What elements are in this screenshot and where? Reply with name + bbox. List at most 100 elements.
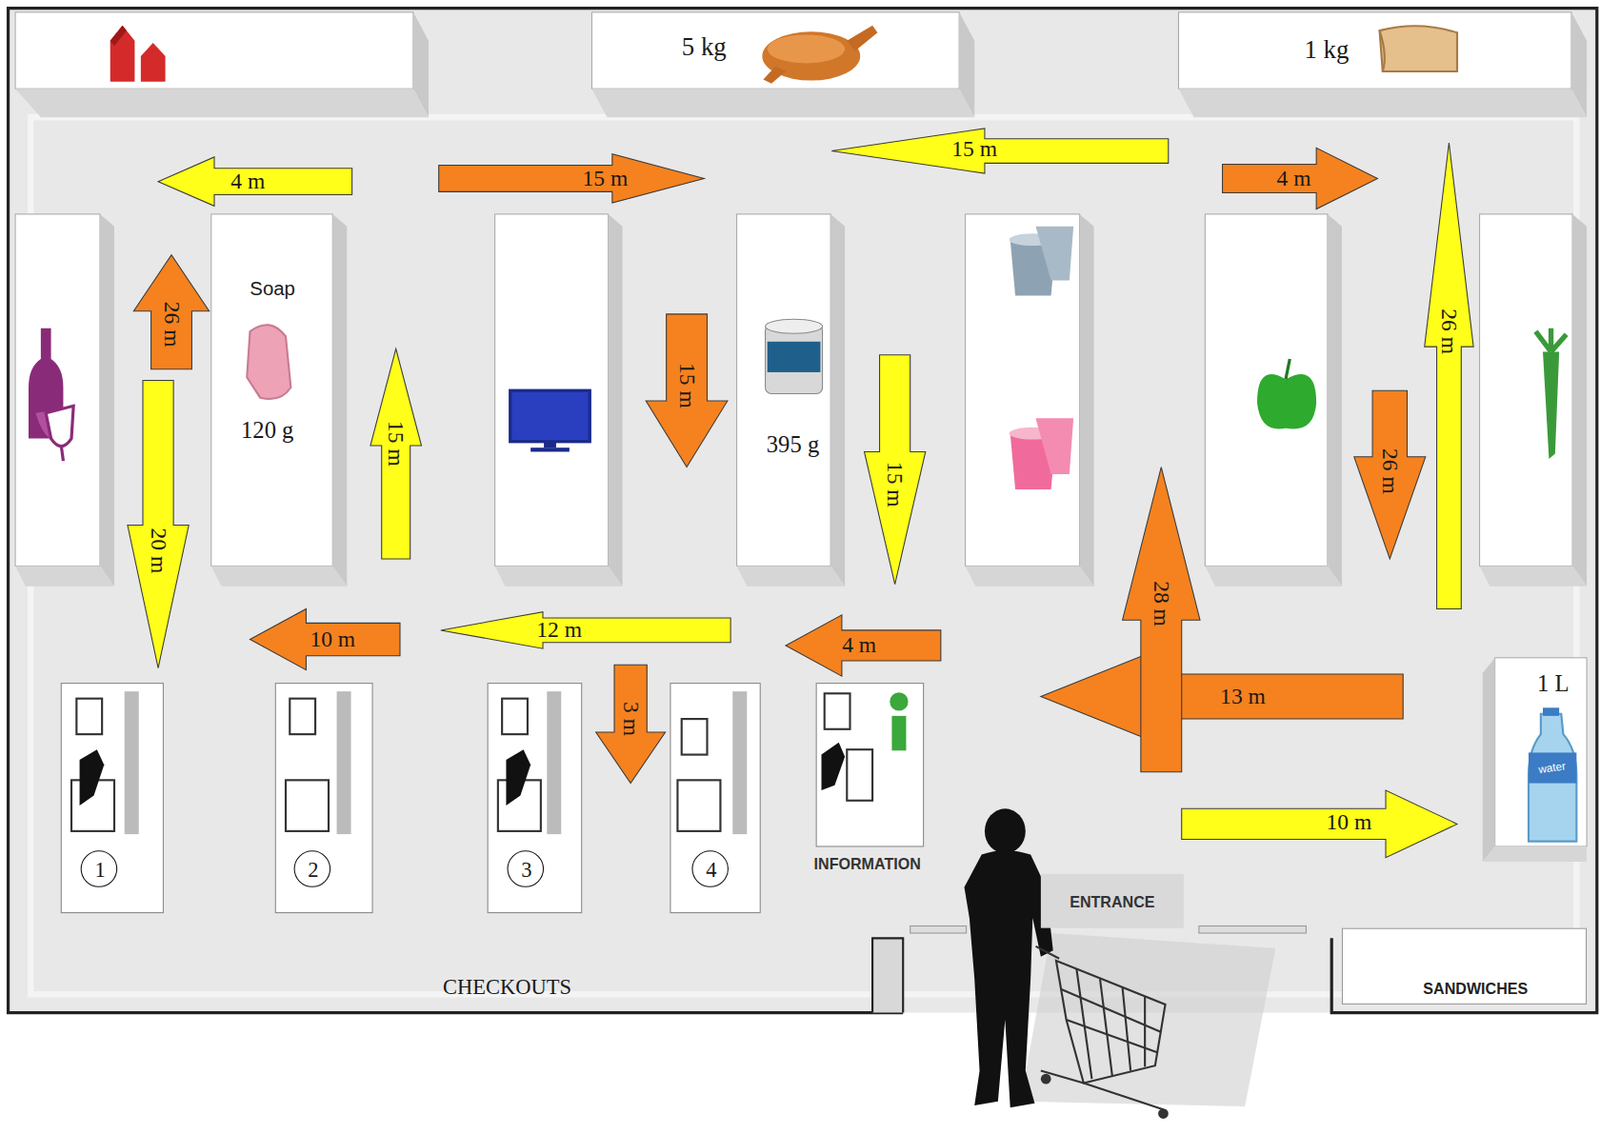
text-label: 4 <box>705 859 717 880</box>
distance-arrow <box>1424 142 1474 609</box>
aisle-shelves-part <box>1204 214 1328 567</box>
checkout-counters-part <box>275 683 373 914</box>
product-icons-part <box>140 42 166 82</box>
text-label: SANDWICHES <box>1422 980 1528 997</box>
top-shelves <box>15 12 1587 118</box>
store-floor-part <box>8 8 1598 1014</box>
product-icons-part <box>1380 25 1458 72</box>
distance-arrow <box>440 612 731 650</box>
shopper-silhouette-part-part <box>1122 987 1132 1072</box>
product-icons-part <box>1528 752 1577 783</box>
product-icons-part <box>543 441 557 448</box>
product-icons-part <box>110 25 127 46</box>
aisle-shelves-part <box>1495 658 1587 847</box>
text-label: Soap <box>249 279 296 299</box>
product-icons-part <box>765 319 823 334</box>
product-icons-part <box>1036 226 1075 281</box>
distance-label: 15 m <box>675 362 699 409</box>
shopper-silhouette-part <box>1040 1074 1052 1085</box>
distance-arrow <box>250 608 401 670</box>
distance-label: 20 m <box>146 527 170 574</box>
checkout-counters-part <box>124 691 140 835</box>
shopper-silhouette <box>964 808 1277 1120</box>
text-label: 3 <box>520 859 532 880</box>
product-shelf: 395 g <box>737 214 832 567</box>
aisle-shelves-part <box>1482 846 1587 862</box>
checkout-counters-part <box>846 749 873 801</box>
aisle-shelves-part <box>830 214 845 587</box>
aisle-shelves-part <box>332 214 347 587</box>
store-floor-part <box>1199 926 1307 934</box>
shopper-silhouette-part-part <box>1143 996 1146 1067</box>
checkout-counters-part <box>60 683 163 914</box>
aisle-shelves-part <box>495 214 609 567</box>
text-label: 1 kg <box>1303 36 1349 62</box>
top-shelves-part <box>591 12 960 89</box>
aisle-shelves-part <box>495 565 623 586</box>
top-shelves-part <box>1179 88 1588 118</box>
aisle-shelves-part <box>737 214 832 567</box>
distance-arrow <box>127 380 189 668</box>
aisle-shelves <box>15 214 1587 862</box>
shopper-silhouette-part <box>1020 933 1276 1107</box>
top-shelves-part <box>15 88 429 118</box>
distance-arrow <box>1181 790 1458 859</box>
product-icons-part <box>1528 714 1577 842</box>
checkout-counters-part <box>677 780 720 832</box>
checkout-counters-part <box>821 742 846 791</box>
aisle-shelves-part <box>965 214 1080 567</box>
distance-arrow <box>785 615 941 677</box>
aisle-shelves-part <box>1204 565 1342 586</box>
aisle-shelves-part <box>1482 658 1496 862</box>
product-icons-part <box>1380 30 1385 72</box>
shopper-silhouette-part-part <box>1056 960 1166 1084</box>
product-icons-part <box>762 66 786 84</box>
shopper-silhouette-part-part <box>1060 989 1161 1033</box>
distance-arrow <box>1122 467 1200 773</box>
distance-arrow <box>645 314 728 468</box>
distance-label: 26 m <box>1438 308 1461 355</box>
distance-label: 26 m <box>1379 448 1402 495</box>
text-label: ENTRANCE <box>1069 894 1155 910</box>
checkout-counters-part <box>824 693 851 729</box>
product-icons-part <box>1285 359 1290 380</box>
store-floor-part <box>872 938 903 1013</box>
shopper-silhouette-part <box>964 850 1054 1108</box>
store-floor-part <box>910 926 967 934</box>
product-icons-part <box>767 34 845 63</box>
aisle-shelves-part <box>1480 214 1574 567</box>
product-icons-part <box>767 341 821 373</box>
product-shelf: 1 L <box>1495 658 1587 847</box>
distance-arrow <box>1040 647 1403 746</box>
checkout-counters-part <box>670 683 760 914</box>
aisle-shelves-part <box>608 214 623 587</box>
distance-arrow <box>370 348 422 560</box>
aisle-shelves-part <box>15 214 100 567</box>
shopper-silhouette-part-part <box>1100 979 1113 1077</box>
text-label: 1 L <box>1537 671 1570 696</box>
distance-label: 3 m <box>619 701 642 737</box>
aisle-shelves-part <box>15 565 115 586</box>
area-label: CHECKOUTS <box>442 977 572 999</box>
aisle-shelves-part <box>1572 214 1587 587</box>
checkout-counters-part <box>289 699 316 735</box>
distance-arrow <box>439 154 705 203</box>
checkout-counters-part <box>891 716 906 751</box>
product-icons-part <box>846 25 878 52</box>
checkout-number: 4 <box>691 850 729 888</box>
checkout-counters-part <box>76 699 102 735</box>
product-icons-part <box>110 25 136 82</box>
distance-label: 26 m <box>160 301 183 348</box>
distance-label: 15 m <box>581 167 628 191</box>
distance-label: 10 m <box>1326 810 1373 834</box>
shopper-silhouette-part <box>984 808 1026 854</box>
aisle-shelves-part <box>211 214 334 567</box>
checkout-counters-part <box>337 691 352 835</box>
aisle-shelves-part <box>1327 214 1342 587</box>
text-label: 120 g <box>240 419 294 443</box>
distance-label: 15 m <box>883 461 907 508</box>
text-label: 2 <box>307 859 319 880</box>
top-shelves-part <box>15 12 414 89</box>
product-shelf: 1 kg <box>1179 12 1573 89</box>
